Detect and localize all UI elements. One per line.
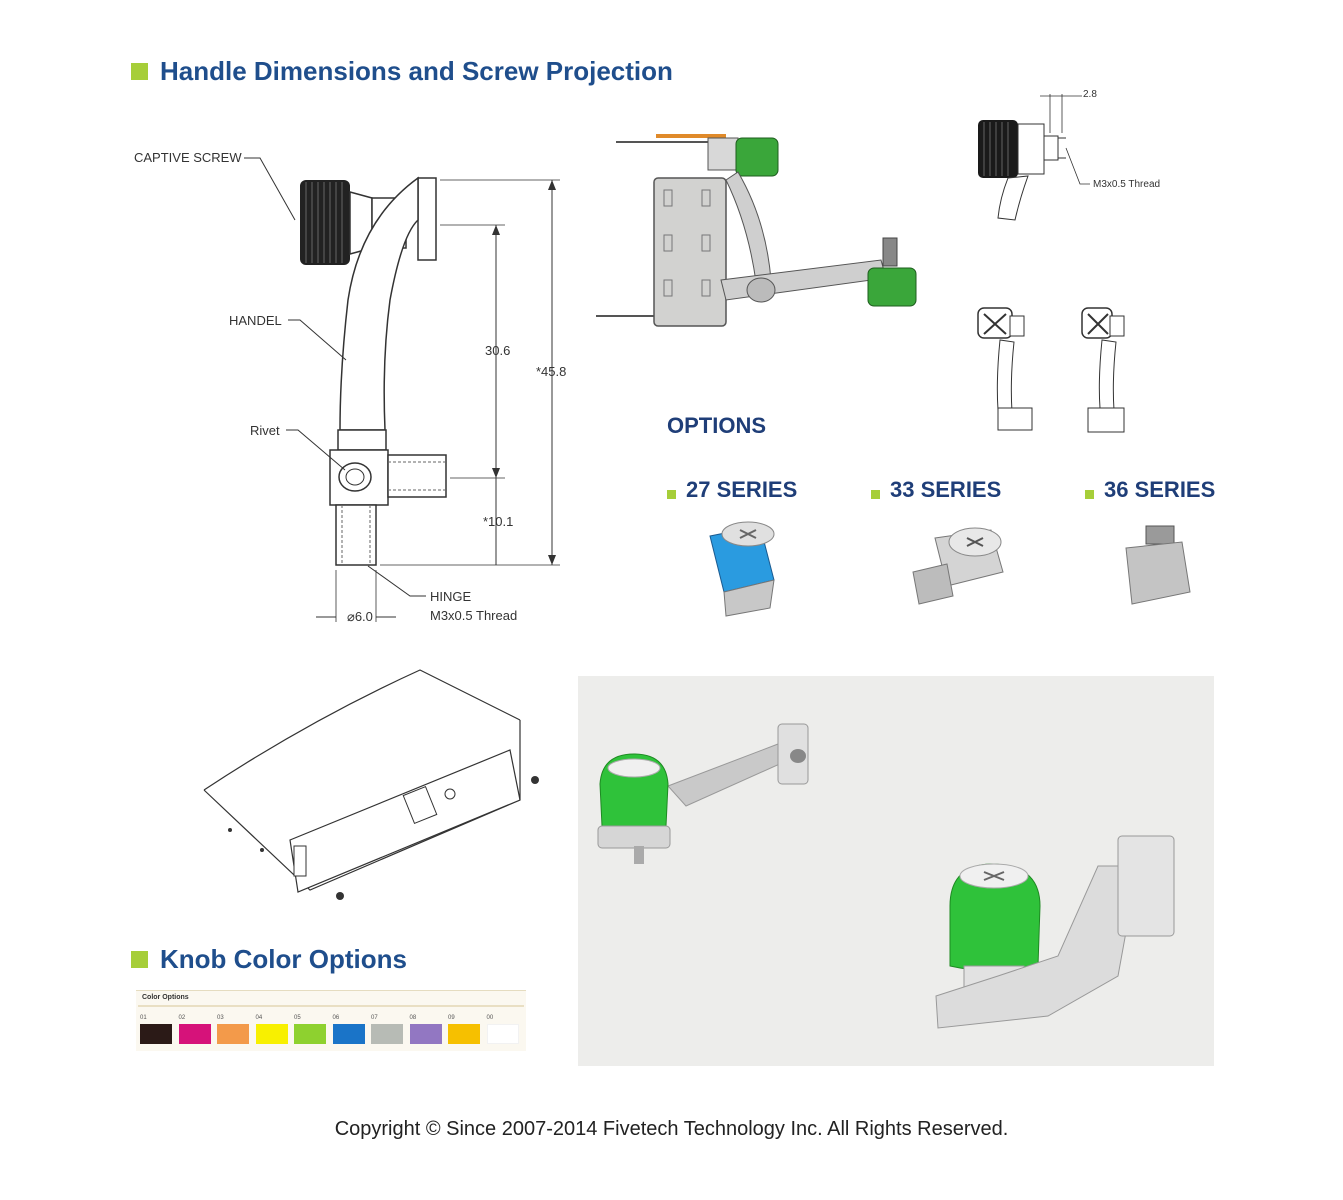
series-label-27: 27 SERIES — [667, 477, 797, 503]
section-title-text: Handle Dimensions and Screw Projection — [160, 56, 673, 86]
divider — [138, 1005, 524, 1007]
screw-projection-detail-image — [978, 94, 1090, 221]
color-swatch-code: 01 — [140, 1015, 147, 1021]
color-swatch-chip — [448, 1024, 480, 1044]
bullet-square-icon — [131, 951, 148, 968]
green-knob-photo-render — [597, 723, 1175, 1029]
dimension-30-6: 30.6 — [485, 343, 511, 358]
dimension-6-0: ⌀6.0 — [347, 609, 373, 624]
bullet-square-icon — [871, 490, 880, 499]
color-swatch-code: 07 — [371, 1015, 378, 1021]
color-swatch-chip — [178, 1024, 211, 1044]
color-swatch-chip — [332, 1024, 365, 1044]
color-swatch-02: 02 — [178, 1015, 213, 1044]
color-swatch-code: 06 — [332, 1015, 340, 1021]
series-label-text: 27 SERIES — [686, 477, 798, 502]
color-options-title: Color Options — [142, 994, 189, 1001]
color-swatch-07: 07 — [371, 1015, 405, 1044]
label-rivet: Rivet — [250, 423, 280, 438]
color-swatch-code: 08 — [409, 1015, 417, 1021]
series-36-screw-image — [1125, 525, 1191, 605]
rack-chassis-drawing — [203, 669, 539, 900]
series-label-36: 36 SERIES — [1085, 477, 1215, 503]
color-swatch-code: 02 — [178, 1015, 186, 1021]
color-swatch-code: 05 — [294, 1015, 301, 1021]
label-thread-callout: M3x0.5 Thread — [1093, 179, 1161, 190]
series-33-screw-image — [912, 527, 1004, 605]
color-swatch-chip — [255, 1024, 288, 1044]
bullet-square-icon — [131, 63, 148, 80]
series-label-text: 33 SERIES — [890, 477, 1002, 502]
color-swatch-code: 00 — [486, 1015, 494, 1021]
color-options-panel: Color Options 01 02 03 04 05 06 07 08 09 00 — [136, 990, 526, 1051]
section-title-text: Knob Color Options — [160, 944, 407, 974]
color-swatch-03: 03 — [217, 1015, 251, 1044]
label-captive-screw: CAPTIVE SCREW — [134, 150, 242, 165]
color-swatch-01: 01 — [140, 1015, 174, 1044]
handle-dimension-drawing — [244, 157, 560, 622]
dimension-10-1: *10.1 — [483, 514, 514, 529]
bullet-square-icon — [1085, 490, 1094, 499]
series-label-text: 36 SERIES — [1104, 477, 1216, 502]
color-swatch-chip — [371, 1024, 403, 1044]
color-swatch-chip — [409, 1024, 442, 1044]
color-swatch-09: 09 — [448, 1015, 482, 1044]
series-label-33: 33 SERIES — [871, 477, 1001, 503]
color-swatch-04: 04 — [255, 1015, 290, 1044]
color-swatch-chip — [486, 1024, 519, 1044]
label-handel: HANDEL — [229, 313, 282, 328]
color-swatch-code: 04 — [255, 1015, 263, 1021]
color-swatch-chip — [294, 1024, 326, 1044]
color-swatch-chip — [217, 1024, 249, 1044]
color-swatch-05: 05 — [294, 1015, 328, 1044]
color-swatch-chip — [140, 1024, 172, 1044]
section-title-knob-color-options: Knob Color Options — [131, 944, 407, 975]
dimension-45-8: *45.8 — [536, 364, 567, 379]
label-hinge: HINGE — [430, 589, 472, 604]
handle-variants-image — [977, 307, 1125, 433]
copyright-footer: Copyright © Since 2007-2014 Fivetech Tec… — [334, 1118, 1009, 1140]
series-27-screw-image — [709, 521, 775, 617]
assembly-render-image — [596, 134, 917, 327]
dimension-2-8: 2.8 — [1083, 89, 1097, 100]
options-heading: OPTIONS — [667, 413, 767, 438]
color-swatch-06: 06 — [332, 1015, 367, 1044]
color-swatch-00: 00 — [486, 1015, 521, 1044]
bullet-square-icon — [667, 490, 676, 499]
color-swatch-code: 03 — [217, 1015, 224, 1021]
color-swatch-08: 08 — [409, 1015, 444, 1044]
label-hinge-thread: M3x0.5 Thread — [430, 608, 518, 623]
color-swatch-code: 09 — [448, 1015, 455, 1021]
section-title-handle-dimensions: Handle Dimensions and Screw Projection — [131, 56, 673, 87]
